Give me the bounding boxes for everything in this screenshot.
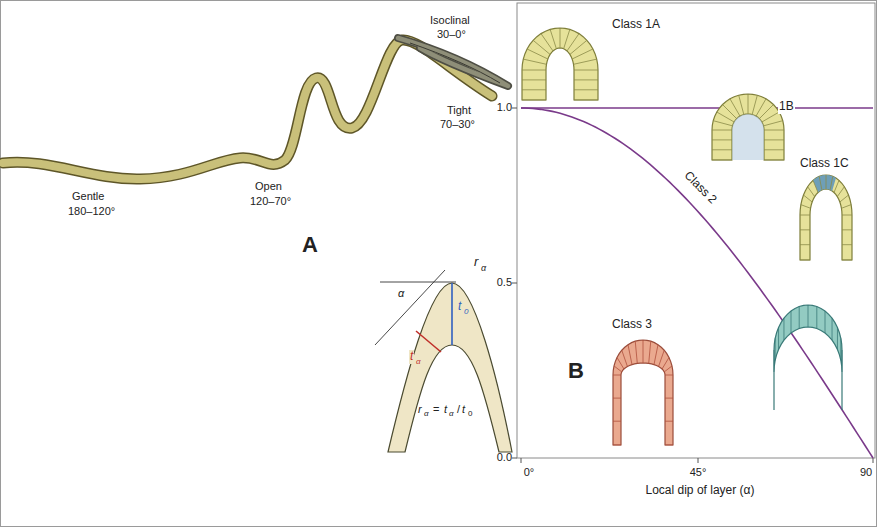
axis-title-subscript: α [481,263,486,273]
class-1b-fold [712,94,784,160]
axis-tick: 0.0 [497,451,512,464]
thickness-label: t [457,300,462,314]
chart-frame [512,3,875,463]
class-label: Class 1C [800,157,849,171]
axis-tick: 0.5 [497,276,512,289]
angle-range: 70–30° [440,118,475,131]
formula-subscript: α [424,409,429,418]
formula: t [462,403,465,416]
class-label: Class 1A [612,18,660,32]
class-1b-line [521,107,873,109]
class-1c-fold [800,175,852,260]
class-1a-fold [522,28,598,100]
angle-range: 180–120° [68,205,115,218]
thickness-label: t [409,350,414,364]
fold-profile [3,38,508,179]
formula-subscript: 0 [468,409,472,418]
fold-class-name: Tight [447,104,471,117]
panel-letter: B [568,358,584,383]
thickness-inset [375,270,512,452]
thickness-subscript: α [415,357,422,366]
class-2-curve [521,108,873,458]
axis-tick: 45° [690,466,707,479]
angle-symbol: α [398,287,404,300]
axis-title: r [474,255,478,270]
fold-class-name: Open [255,180,282,193]
formula-subscript: α [449,409,454,418]
formula: t [444,403,447,416]
axis-title: Local dip of layer (α) [646,484,755,498]
thickness-subscript: 0 [463,307,469,316]
axis-tick: 1.0 [497,101,512,114]
panel-letter: A [302,232,318,257]
axis-tick: 90 [860,466,872,479]
angle-range: 30–0° [437,28,466,41]
formula: r [418,403,422,416]
angle-range: 120–70° [250,195,291,208]
formula: = [433,403,439,416]
class-2-fold [774,305,842,410]
class-label: 1B [778,100,795,114]
fold-class-name: Isoclinal [430,14,470,27]
fold-class-name: Gentle [72,190,104,203]
axis-tick: 0° [524,466,535,479]
formula: / [457,403,460,416]
class-label: Class 2 [681,169,719,207]
class-label: Class 3 [612,318,652,332]
class-3-fold [613,340,673,445]
